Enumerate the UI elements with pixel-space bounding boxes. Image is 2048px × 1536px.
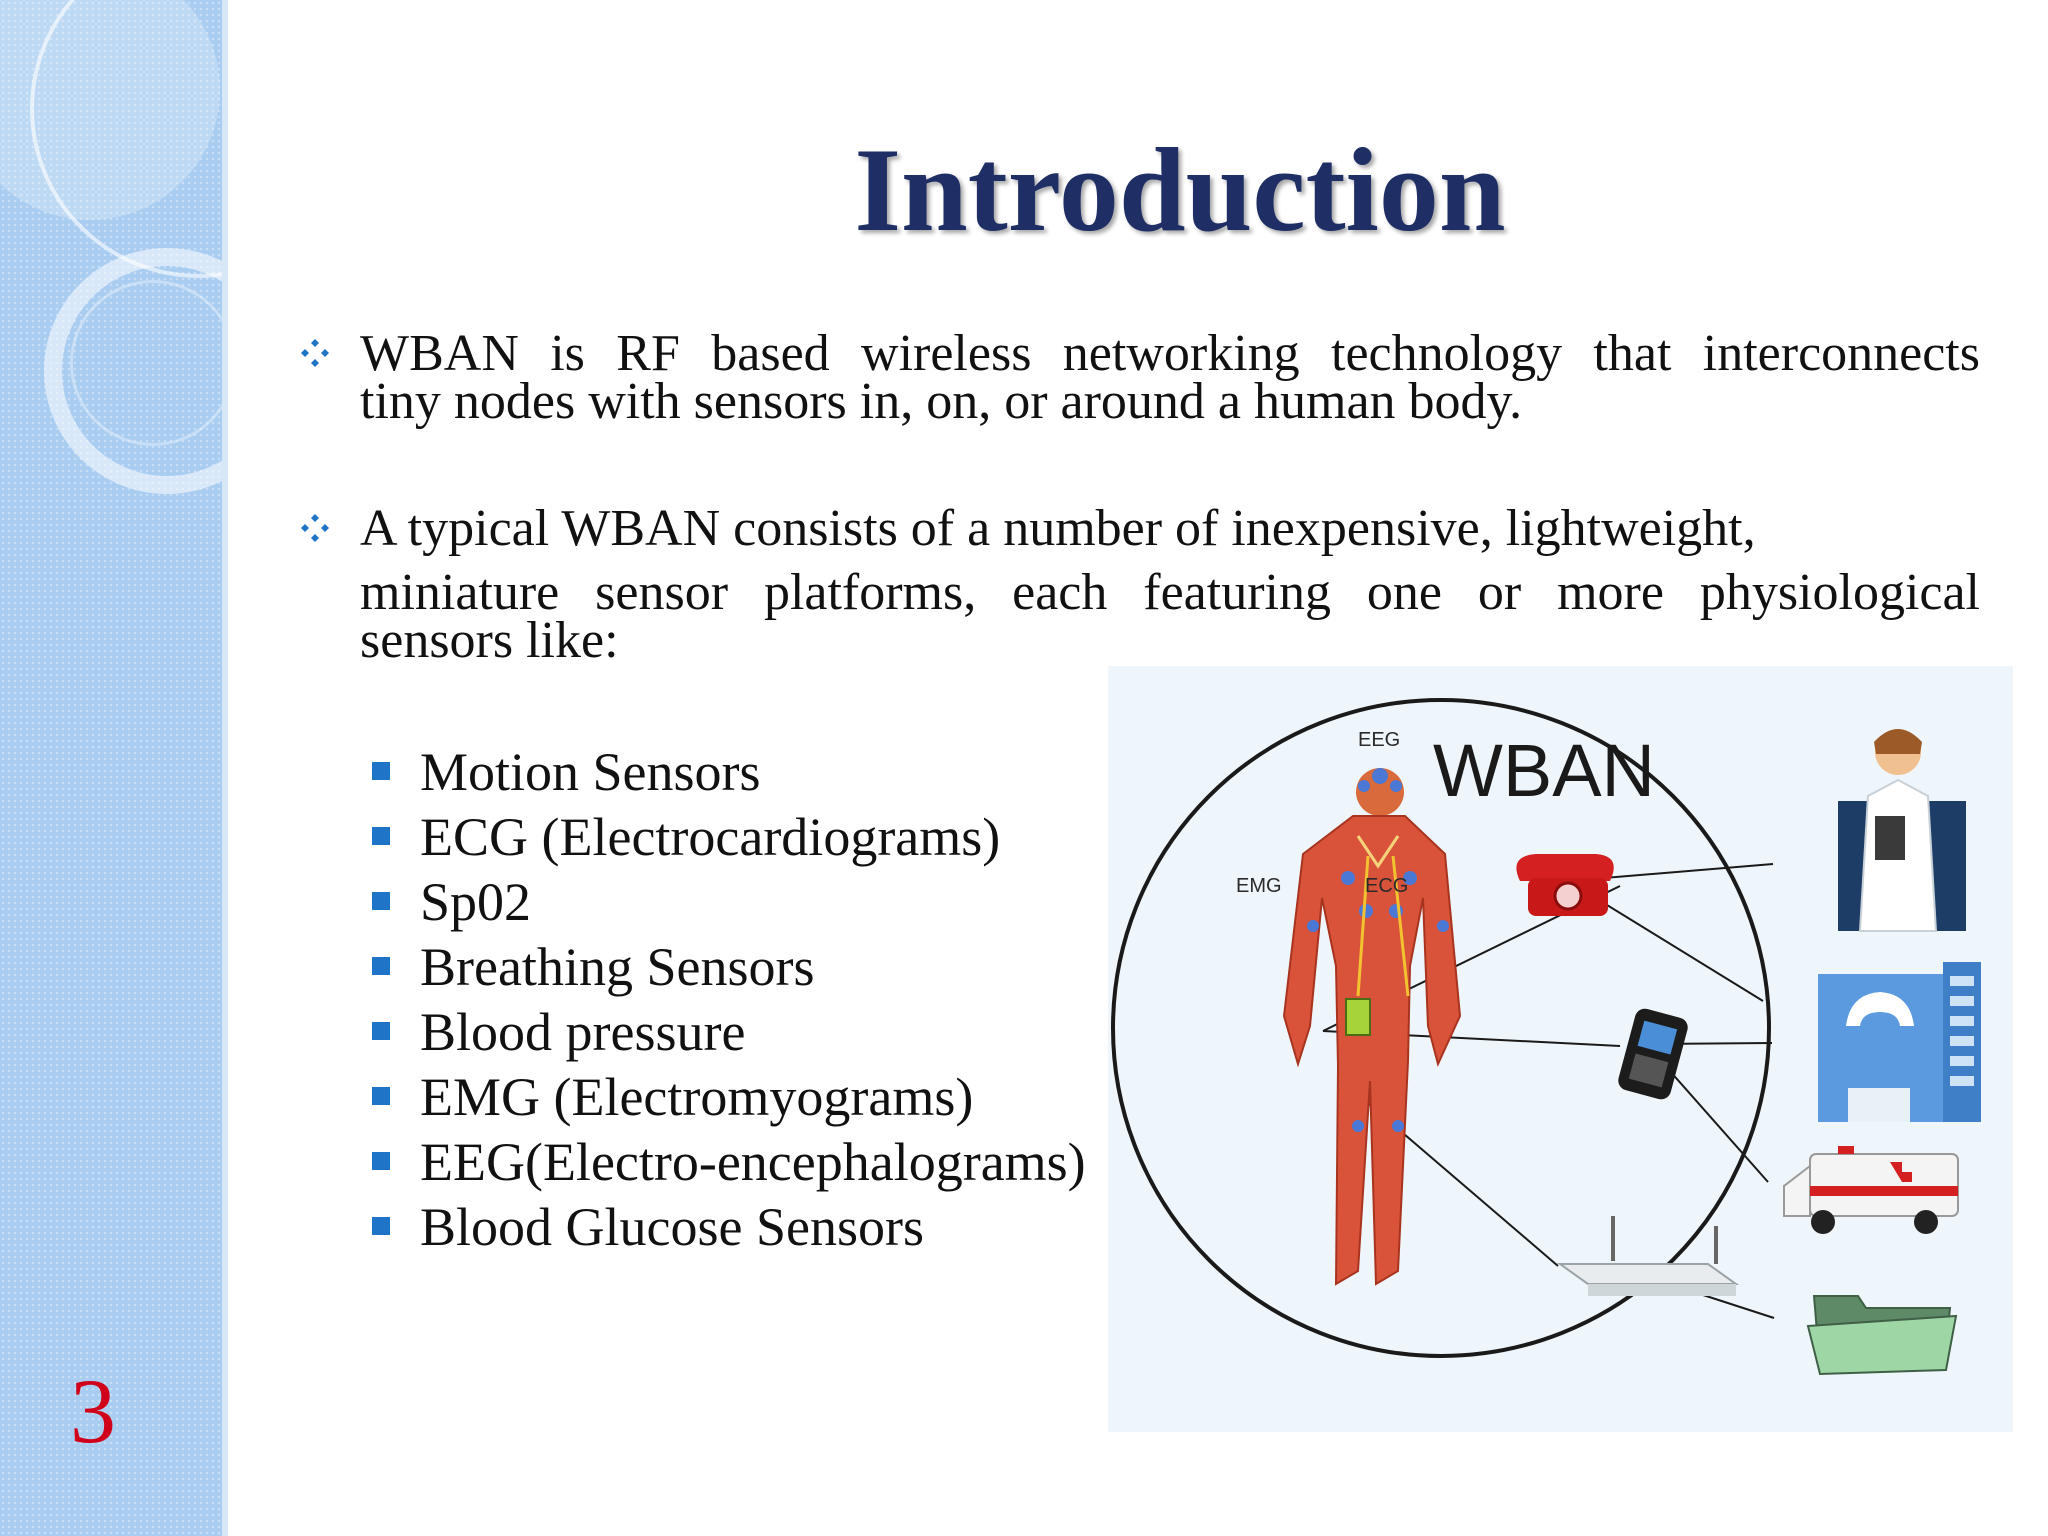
router-icon	[1556, 1216, 1740, 1296]
square-bullet-icon	[372, 1022, 390, 1040]
bullet-wban-definition: WBAN is RF based wireless networking tec…	[301, 325, 1980, 430]
bullet-text-line: tiny nodes with sensors in, on, or aroun…	[360, 373, 1523, 430]
square-bullet-icon	[372, 957, 390, 975]
diamond-bullet-icon	[301, 339, 329, 367]
eeg-label: EEG	[1358, 729, 1400, 751]
emg-label: EMG	[1236, 875, 1282, 897]
folder-icon	[1806, 1295, 1958, 1376]
square-bullet-icon	[372, 1152, 390, 1170]
bullet-text-line: miniature sensor platforms, each featuri…	[360, 564, 1980, 621]
telephone-icon	[1516, 854, 1614, 916]
list-item: ECG (Electrocardiograms)	[372, 805, 1120, 870]
hospital-building-icon	[1818, 962, 1981, 1122]
square-bullet-icon	[372, 762, 390, 780]
bullet-typical-wban: A typical WBAN consists of a number of i…	[301, 500, 1980, 669]
wban-diagram-title: WBAN	[1433, 729, 1655, 812]
list-item: EEG(Electro-encephalograms)	[372, 1130, 1120, 1195]
sensor-list: Motion Sensors ECG (Electrocardiograms) …	[372, 740, 1120, 1260]
bullet-text-line: sensors like:	[360, 612, 619, 669]
list-item: Motion Sensors	[372, 740, 1120, 805]
wban-diagram: EEG EMG ECG WBAN	[1108, 666, 2013, 1432]
diamond-bullet-icon	[301, 514, 329, 542]
sidebar-edge	[222, 0, 228, 1536]
bullet-text-line: WBAN is RF based wireless networking tec…	[360, 325, 1980, 382]
list-item: EMG (Electromyograms)	[372, 1065, 1120, 1130]
list-item: Blood Glucose Sensors	[372, 1195, 1120, 1260]
bullet-text-line: A typical WBAN consists of a number of i…	[360, 500, 1756, 557]
wban-network-circle	[1111, 698, 1771, 1358]
list-item: Blood pressure	[372, 1000, 1120, 1065]
sidebar-decoration	[0, 0, 228, 1536]
decorative-circle-small	[70, 280, 228, 446]
list-item: Sp02	[372, 870, 1120, 935]
slide-title: Introduction	[854, 123, 1506, 256]
slide-number: 3	[70, 1360, 116, 1462]
square-bullet-icon	[372, 892, 390, 910]
human-body-figure	[1282, 768, 1462, 1286]
square-bullet-icon	[372, 827, 390, 845]
square-bullet-icon	[372, 1087, 390, 1105]
square-bullet-icon	[372, 1217, 390, 1235]
smartphone-icon	[1618, 1008, 1688, 1100]
ecg-label: ECG	[1365, 875, 1408, 897]
doctor-icon	[1838, 729, 1966, 932]
ambulance-icon	[1783, 1146, 1959, 1234]
list-item: Breathing Sensors	[372, 935, 1120, 1000]
